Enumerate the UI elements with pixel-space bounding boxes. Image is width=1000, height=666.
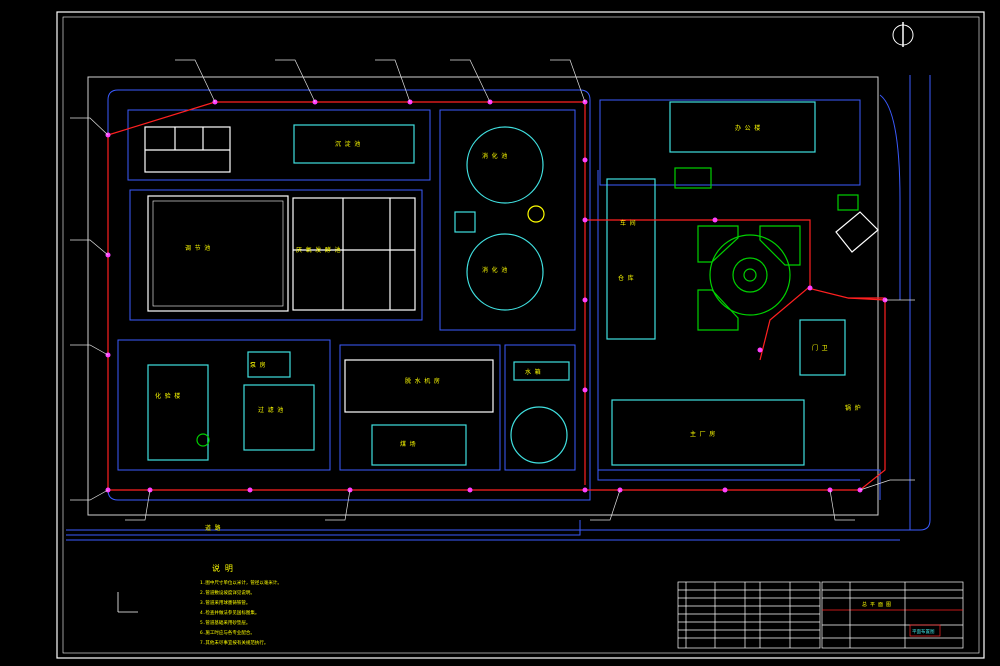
notes-line-5: 5.管道基础采用砂垫层。 [200, 619, 250, 626]
north-arrow-icon [892, 22, 914, 47]
label-storage: 仓 库 [618, 274, 634, 282]
notes-line-4: 4.检查井做法参见国标图集。 [200, 609, 259, 616]
notes-heading: 说 明 [212, 563, 233, 573]
notes-line-7: 7.其他未尽事宜按有关规范执行。 [200, 639, 268, 646]
label-office: 办 公 楼 [735, 124, 760, 132]
label-regulate: 调 节 池 [185, 244, 210, 252]
equipment-table [677, 581, 821, 649]
label-filter: 过 滤 池 [258, 406, 283, 414]
circular-tanks [196, 126, 791, 464]
green-zones [674, 167, 801, 331]
label-main: 主 厂 房 [690, 430, 715, 438]
notes-line-2: 2.管道敷设坡度详见说明。 [200, 589, 255, 596]
road-network [66, 75, 931, 541]
label-workshop1: 车 间 [620, 219, 636, 227]
building-labels: 沉 淀 池 调 节 池 厌 氧 发 酵 池 消 化 池 消 化 池 办 公 楼 … [155, 124, 861, 532]
label-lab: 化 验 楼 [155, 392, 180, 400]
coordinate-axis-icon [117, 592, 138, 613]
pipe-network [107, 101, 886, 491]
label-ferment: 厌 氧 发 酵 池 [296, 246, 340, 254]
callout-leaders [70, 59, 915, 521]
label-digest1: 消 化 池 [482, 152, 507, 160]
inner-frame [62, 16, 980, 654]
label-dewater: 脱 水 机 房 [405, 377, 440, 385]
label-digest2: 消 化 池 [482, 266, 507, 274]
label-coal: 煤 场 [400, 440, 416, 448]
label-guard: 门 卫 [812, 344, 828, 352]
notes-line-3: 3.管道采用球墨铸铁管。 [200, 599, 250, 606]
title-block-drawing-name: 总 平 面 图 [862, 601, 891, 608]
title-block-project: 平面布置图 [912, 628, 935, 635]
site-boundary [87, 76, 879, 516]
notes-block: 说 明 1.图中尺寸单位以米计，管径以毫米计。 2.管道敷设坡度详见说明。 3.… [200, 563, 282, 646]
notes-line-1: 1.图中尺寸单位以米计，管径以毫米计。 [200, 579, 282, 586]
label-boiler: 锅 炉 [845, 404, 861, 412]
outer-frame [56, 11, 985, 659]
label-road: 道 路 [205, 524, 221, 532]
label-pump: 泵 房 [250, 361, 266, 369]
buildings [144, 101, 879, 466]
label-tank1: 水 箱 [525, 368, 541, 376]
notes-line-6: 6.施工时应与各专业配合。 [200, 629, 255, 636]
label-pool: 沉 淀 池 [335, 140, 360, 148]
title-block [821, 581, 964, 649]
